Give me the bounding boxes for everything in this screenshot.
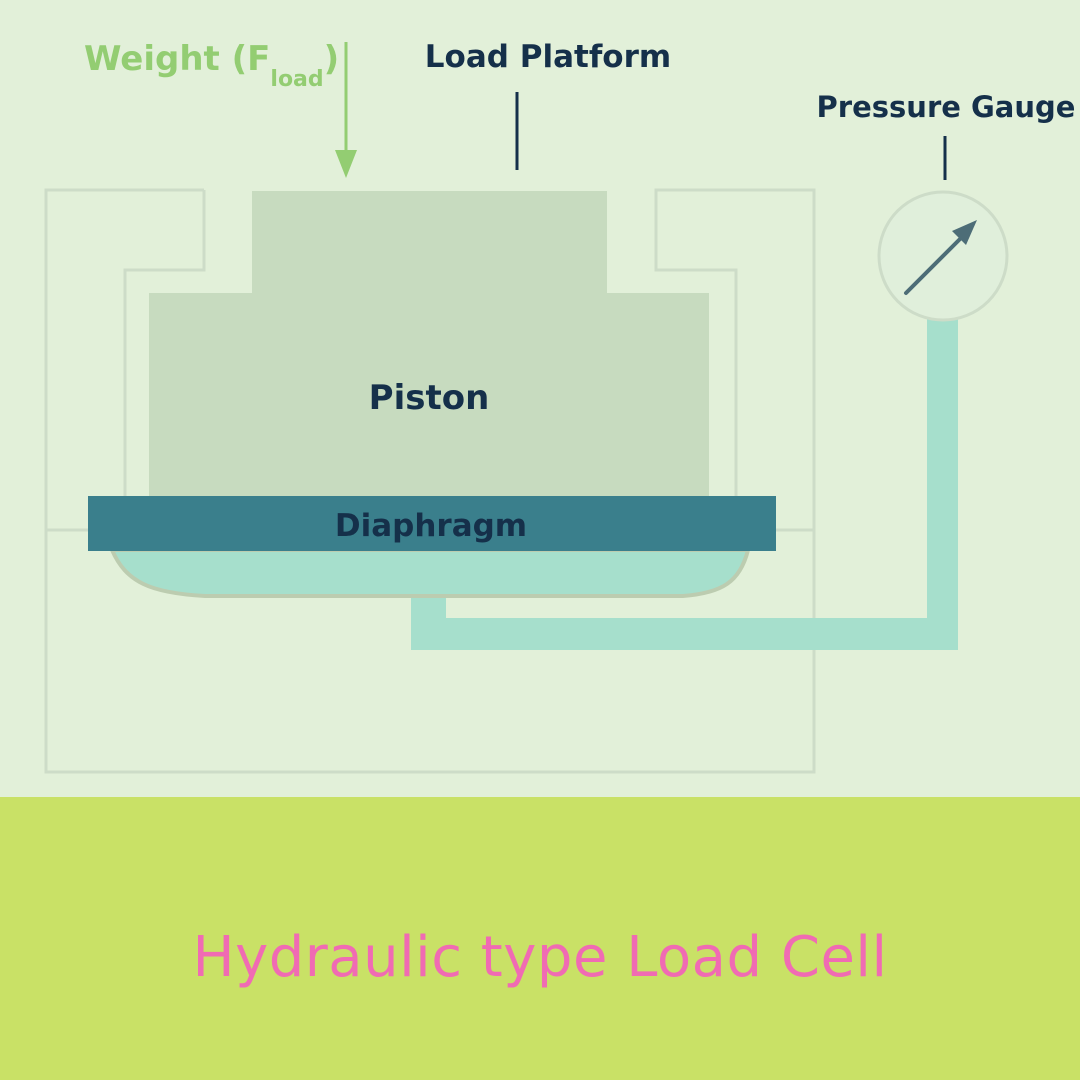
caption-band: Hydraulic type Load Cell	[0, 797, 1080, 1080]
diagram-area: Weight (Fload) Load Platform Pressure Ga…	[0, 0, 1080, 797]
fluid-chamber	[108, 548, 751, 598]
housing	[44, 188, 816, 774]
piston-label: Piston	[369, 378, 490, 418]
piston	[149, 191, 709, 497]
load-cell-diagram: Weight (Fload) Load Platform Pressure Ga…	[44, 39, 1076, 774]
arrow-down-icon	[335, 42, 357, 178]
housing-left-inner-outline	[123, 190, 206, 497]
weight-label: Weight (Fload)	[84, 39, 339, 92]
arrow-up-right-icon	[904, 220, 977, 295]
diaphragm	[88, 496, 776, 551]
diaphragm-label: Diaphragm	[335, 508, 527, 544]
pressure-gauge	[877, 190, 1009, 322]
load-platform-label: Load Platform	[425, 39, 671, 75]
housing-outer-outline	[44, 188, 816, 774]
pressure-gauge-label: Pressure Gauge	[817, 90, 1076, 124]
weight-label-main: Weight (F	[84, 39, 270, 79]
figure-caption: Hydraulic type Load Cell	[192, 925, 888, 990]
weight-label-subscript: load	[270, 67, 323, 92]
weight-label-close: )	[324, 39, 340, 79]
